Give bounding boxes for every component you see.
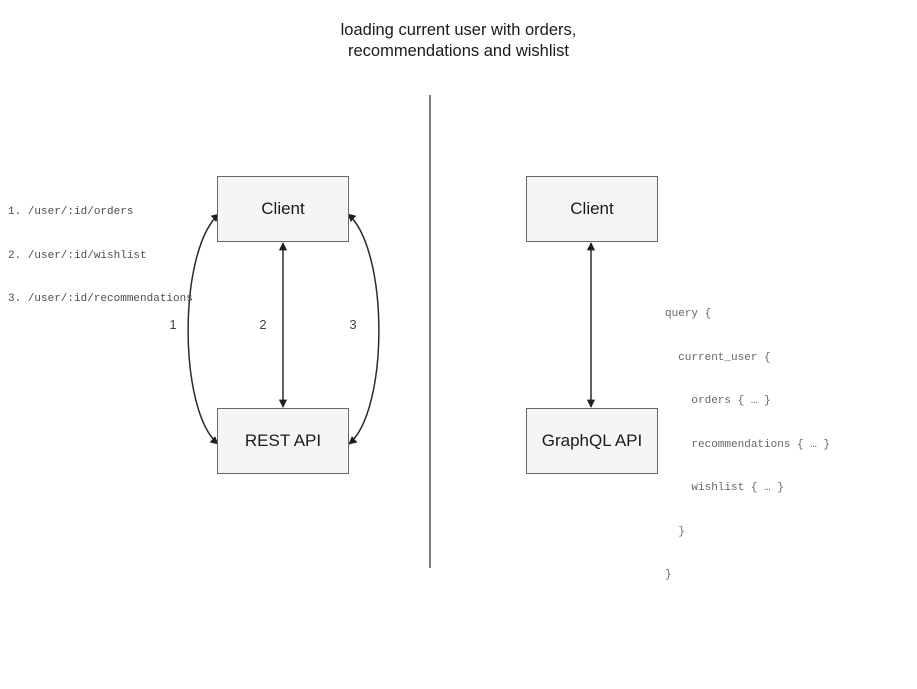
rest-edge-label-3: 3 bbox=[349, 317, 357, 332]
graphql-query-line: } bbox=[665, 525, 685, 538]
graphql-query-line: query { bbox=[665, 308, 712, 320]
graphql-query-line: current_user { bbox=[665, 351, 771, 364]
rest-endpoint-item: 3. /user/:id/recommendations bbox=[8, 293, 193, 305]
rest-edge-3-path bbox=[347, 213, 380, 445]
node-graphql-api[interactable]: GraphQL API bbox=[526, 408, 658, 474]
rest-endpoint-list: 1. /user/:id/orders 2. /user/:id/wishlis… bbox=[8, 176, 193, 321]
rest-edge-label-2: 2 bbox=[259, 317, 267, 332]
node-rest-api[interactable]: REST API bbox=[217, 408, 349, 474]
node-graphql-client[interactable]: Client bbox=[526, 176, 658, 242]
rest-endpoint-item: 2. /user/:id/wishlist bbox=[8, 249, 147, 262]
graphql-query-line: recommendations { … } bbox=[665, 438, 831, 451]
rest-edge-1-path bbox=[187, 213, 220, 445]
rest-edge-label-1: 1 bbox=[169, 317, 177, 332]
graphql-query-line: } bbox=[665, 569, 672, 581]
node-rest-client[interactable]: Client bbox=[217, 176, 349, 242]
graphql-query-line: wishlist { … } bbox=[665, 482, 784, 494]
graphql-query-snippet: query { current_user { orders { … } reco… bbox=[665, 278, 830, 597]
rest-endpoint-item: 1. /user/:id/orders bbox=[8, 206, 134, 218]
page-title: loading current user with orders, recomm… bbox=[340, 21, 577, 60]
graphql-query-line: orders { … } bbox=[665, 395, 771, 407]
